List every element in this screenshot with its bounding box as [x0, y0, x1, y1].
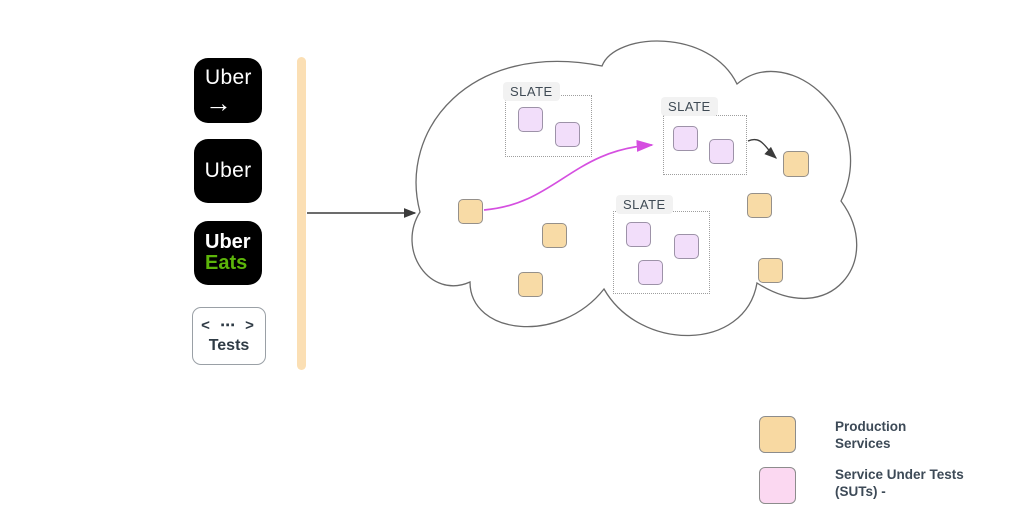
sut-node: [673, 126, 698, 151]
production-services-swatch: [759, 416, 796, 453]
tests-client-box: < ⋯ > Tests: [192, 307, 266, 365]
slate-group-1-label: SLATE: [503, 82, 560, 101]
sut-node: [638, 260, 663, 285]
legend-text-line: Services: [835, 436, 891, 451]
legend-text-line: Production: [835, 419, 907, 434]
uber-eats-app-icon: Uber Eats: [194, 221, 262, 285]
test-traffic-arrow: [483, 140, 654, 211]
code-brackets-icon: < ⋯ >: [201, 317, 257, 334]
tests-label: Tests: [208, 337, 250, 354]
uber-app-icon: Uber: [194, 139, 262, 203]
slate-group-2-label: SLATE: [661, 97, 718, 116]
uber-eats-wordmark-line1: Uber: [205, 231, 251, 253]
production-node: [542, 223, 567, 248]
legend-text-line: Service Under Tests: [835, 467, 964, 482]
uber-driver-wordmark: Uber: [205, 65, 252, 89]
slate-to-production-arrow: [747, 138, 778, 159]
sut-node: [709, 139, 734, 164]
sut-node: [518, 107, 543, 132]
uber-driver-app-icon: Uber →: [194, 58, 262, 123]
production-node: [747, 193, 772, 218]
slate-group-3-label: SLATE: [616, 195, 673, 214]
uber-eats-wordmark-line2: Eats: [205, 252, 248, 274]
production-node: [758, 258, 783, 283]
gateway-bar: [297, 57, 306, 370]
arrow-right-icon: →: [205, 87, 232, 118]
sut-swatch: [759, 467, 796, 504]
uber-wordmark: Uber: [204, 159, 252, 182]
production-node: [518, 272, 543, 297]
production-node: [458, 199, 483, 224]
legend-text-line: (SUTs) -: [835, 484, 886, 499]
sut-node: [555, 122, 580, 147]
sut-legend-label: Service Under Tests (SUTs) -: [835, 466, 964, 500]
sut-node: [674, 234, 699, 259]
production-node: [783, 151, 809, 177]
production-services-legend-label: Production Services: [835, 418, 906, 452]
sut-node: [626, 222, 651, 247]
